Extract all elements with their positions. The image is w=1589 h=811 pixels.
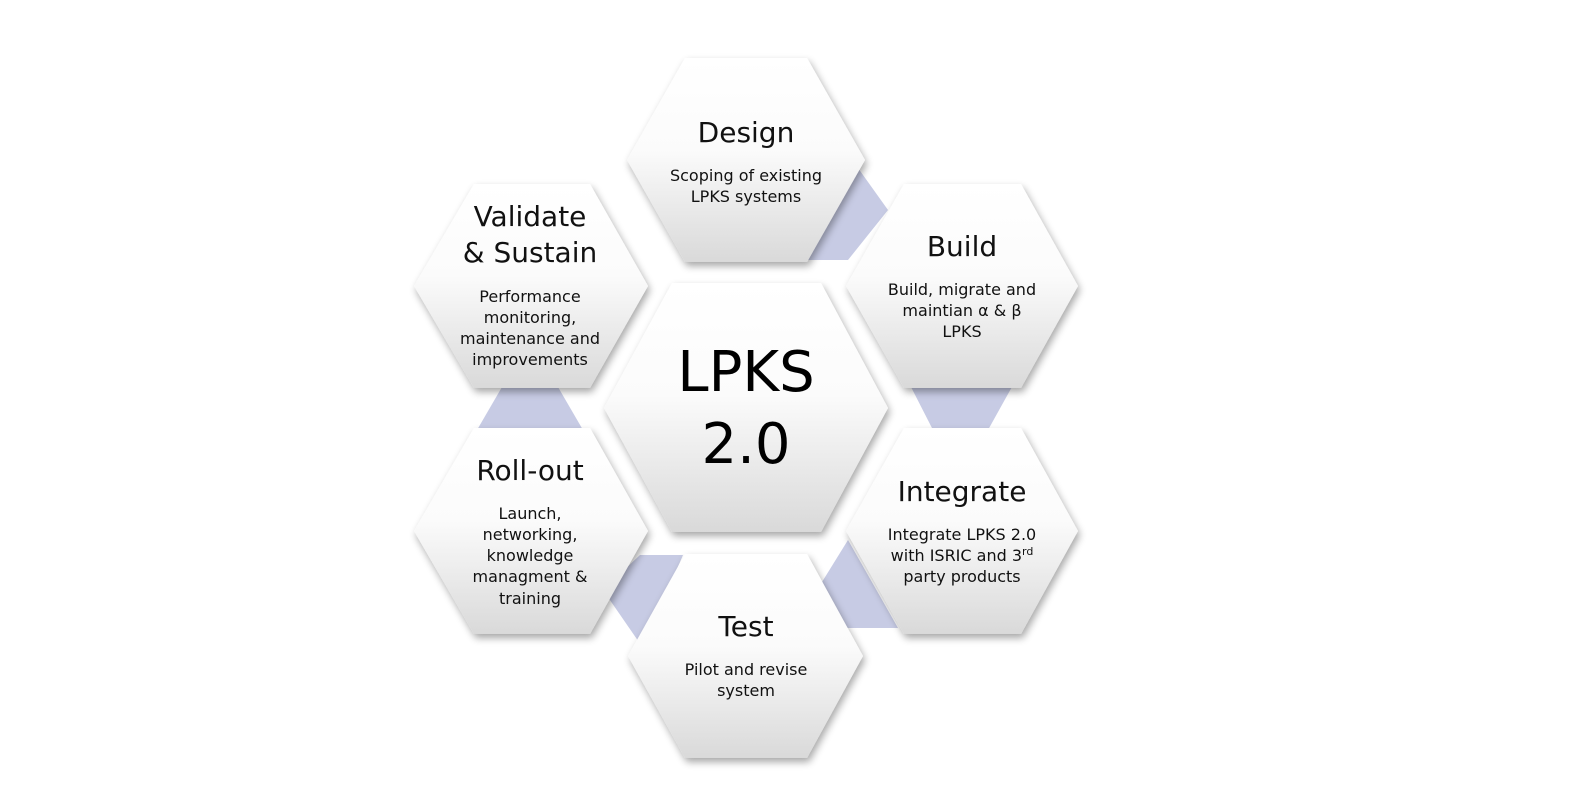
- integrate-desc-line-2: with ISRIC and 3rd: [891, 545, 1034, 565]
- hex-build: [846, 184, 1078, 388]
- hexagons: [414, 58, 1078, 758]
- integrate-title: Integrate: [898, 475, 1027, 508]
- stage-design: Design Scoping of existing LPKS systems: [670, 116, 822, 206]
- build-title: Build: [927, 230, 997, 263]
- center-label: LPKS 2.0: [677, 340, 814, 477]
- stage-rollout: Roll-out Launch, networking, knowledge m…: [473, 454, 588, 608]
- design-desc-line-2: LPKS systems: [691, 187, 801, 206]
- validate-desc-line-3: maintenance and: [460, 329, 600, 348]
- hex-integrate: [846, 428, 1078, 634]
- validate-desc-line-1: Performance: [479, 287, 580, 306]
- stage-integrate: Integrate Integrate LPKS 2.0 with ISRIC …: [888, 475, 1036, 586]
- hex-design: [627, 58, 865, 262]
- hex-center: [604, 283, 888, 532]
- hex-validate: [414, 184, 648, 388]
- build-desc-line-3: LPKS: [942, 322, 981, 341]
- rollout-desc-line-2: networking,: [483, 525, 578, 544]
- validate-desc-line-4: improvements: [472, 350, 588, 369]
- stage-validate: Validate & Sustain Performance monitorin…: [460, 200, 600, 369]
- connector-integrate-test: [822, 540, 898, 628]
- design-title: Design: [698, 116, 795, 149]
- stage-build: Build Build, migrate and maintian α & β …: [888, 230, 1036, 341]
- build-desc-line-2: maintian α & β: [902, 301, 1021, 320]
- hex-rollout: [414, 428, 648, 634]
- center-line-1: LPKS: [677, 340, 814, 405]
- design-desc-line-1: Scoping of existing: [670, 166, 822, 185]
- center-line-2: 2.0: [701, 412, 790, 477]
- test-desc-line-1: Pilot and revise: [685, 660, 808, 679]
- test-title: Test: [717, 610, 773, 643]
- integrate-desc-line-2-superscript: rd: [1022, 545, 1033, 558]
- connector-design-build: [808, 168, 888, 260]
- connectors: [477, 168, 1013, 648]
- rollout-desc-line-1: Launch,: [498, 504, 561, 523]
- integrate-desc-line-3: party products: [903, 567, 1020, 586]
- rollout-desc-line-5: training: [499, 589, 561, 608]
- integrate-desc-line-2-main: with ISRIC and 3: [891, 546, 1022, 565]
- connector-build-integrate: [910, 385, 1013, 430]
- hex-test: [628, 554, 863, 758]
- build-desc-line-1: Build, migrate and: [888, 280, 1036, 299]
- connector-test-rollout: [603, 555, 683, 648]
- test-desc-line-2: system: [717, 681, 775, 700]
- validate-title-line-1: Validate: [474, 200, 587, 233]
- integrate-desc-line-1: Integrate LPKS 2.0: [888, 525, 1036, 544]
- validate-desc-line-2: monitoring,: [484, 308, 576, 327]
- connector-rollout-validate: [477, 387, 583, 430]
- stage-test: Test Pilot and revise system: [685, 610, 808, 700]
- rollout-title: Roll-out: [476, 454, 583, 487]
- rollout-desc-line-4: managment &: [473, 567, 588, 586]
- rollout-desc-line-3: knowledge: [487, 546, 574, 565]
- validate-title-line-2: & Sustain: [463, 236, 598, 269]
